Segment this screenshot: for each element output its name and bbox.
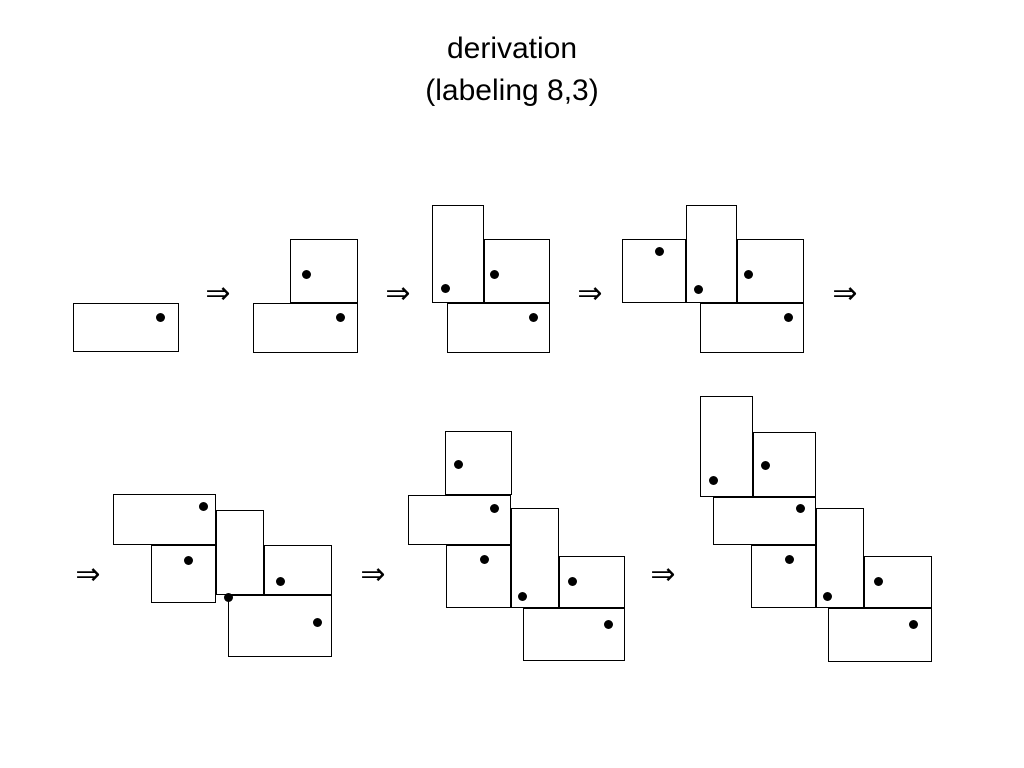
tile-rect [511, 508, 559, 608]
tile-rect [432, 205, 484, 303]
tile-marker-dot [453, 459, 463, 469]
tile-marker-dot [528, 312, 538, 322]
page-title-line-1: derivation [446, 32, 578, 65]
double-arrow-icon-6: ⇒ [360, 557, 386, 592]
tile-marker-dot [223, 592, 233, 602]
tile-rect [828, 608, 932, 662]
tile-marker-dot [155, 312, 165, 322]
tile-marker-dot [743, 269, 753, 279]
page-title-line-2: (labeling 8,3) [425, 74, 599, 107]
tile-marker-dot [760, 460, 770, 470]
tile-marker-dot [479, 554, 489, 564]
tile-marker-dot [708, 475, 718, 485]
tile-rect [290, 239, 358, 303]
double-arrow-icon-3: ⇒ [577, 276, 603, 311]
tile-marker-dot [489, 269, 499, 279]
tile-marker-dot [489, 503, 499, 513]
tile-rect [700, 303, 804, 353]
tile-marker-dot [275, 576, 285, 586]
page-title: derivation (labeling 8,3) [0, 28, 1024, 112]
tile-rect [700, 396, 753, 497]
tile-rect [216, 510, 264, 595]
tile-marker-dot [517, 591, 527, 601]
double-arrow-icon-2: ⇒ [385, 276, 411, 311]
tile-marker-dot [795, 503, 805, 513]
tile-rect [113, 494, 216, 545]
tile-marker-dot [198, 501, 208, 511]
tile-marker-dot [567, 576, 577, 586]
double-arrow-icon-5: ⇒ [75, 557, 101, 592]
tile-rect [408, 495, 511, 545]
tile-rect [622, 239, 686, 303]
tile-rect [447, 303, 550, 353]
tile-marker-dot [183, 555, 193, 565]
tile-rect [151, 545, 216, 603]
tile-marker-dot [603, 619, 613, 629]
tile-rect [73, 303, 179, 352]
tile-marker-dot [908, 619, 918, 629]
tile-marker-dot [784, 554, 794, 564]
tile-marker-dot [783, 312, 793, 322]
tile-rect [816, 508, 864, 608]
tile-marker-dot [335, 312, 345, 322]
double-arrow-icon-7: ⇒ [650, 557, 676, 592]
tile-rect [523, 608, 625, 661]
tile-marker-dot [693, 284, 703, 294]
double-arrow-icon-1: ⇒ [205, 276, 231, 311]
tile-marker-dot [654, 246, 664, 256]
tile-rect [751, 545, 816, 608]
tile-marker-dot [312, 617, 322, 627]
tile-marker-dot [440, 283, 450, 293]
tile-marker-dot [822, 591, 832, 601]
tile-marker-dot [301, 269, 311, 279]
tile-rect [264, 545, 332, 595]
tile-rect [446, 545, 511, 608]
tile-marker-dot [873, 576, 883, 586]
tile-rect [253, 303, 358, 353]
double-arrow-icon-4: ⇒ [832, 276, 858, 311]
